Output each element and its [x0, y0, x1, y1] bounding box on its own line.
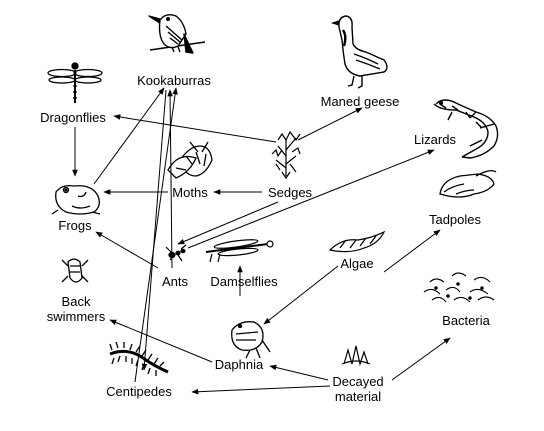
dragonfly-icon	[47, 62, 103, 103]
arrow-ants-to-kookaburras	[167, 89, 173, 269]
label-centipedes: Centipedes	[106, 384, 172, 399]
algae-icon	[328, 230, 386, 253]
arrow-kookaburras-to-centipedes	[141, 89, 167, 371]
label-ants: Ants	[161, 274, 189, 289]
lizard-icon	[433, 99, 499, 159]
arrow-sedges-to-ants	[177, 201, 279, 245]
label-tadpoles: Tadpoles	[428, 212, 482, 227]
label-kookaburras: Kookaburras	[137, 73, 211, 88]
arrow-algae-to-tadpoles	[383, 229, 441, 273]
label-bacteria: Bacteria	[442, 313, 490, 328]
goose-icon	[330, 15, 388, 89]
arrow-algae-to-daphnia	[263, 265, 339, 325]
arrow-daphnia-to-back-swimmers	[109, 319, 213, 363]
label-algae: Algae	[340, 256, 374, 271]
arrow-sedges-to-dragonflies	[113, 114, 277, 143]
arrow-decayed-to-daphnia	[269, 364, 329, 381]
label-maned-geese: Maned geese	[320, 94, 400, 109]
label-frogs: Frogs	[58, 218, 92, 233]
daphnia-icon	[231, 321, 271, 359]
sedge-plant-icon	[271, 130, 301, 180]
arrow-frogs-to-kookaburras	[93, 87, 165, 185]
damselfly-icon	[205, 239, 274, 263]
label-damselflies: Damselflies	[210, 274, 278, 289]
arrow-centipedes-to-kookaburras	[134, 87, 178, 383]
centipede-icon	[109, 341, 169, 376]
label-lizards: Lizards	[414, 132, 456, 147]
decayed-material-icon	[341, 345, 371, 367]
arrow-sedges-to-maned-geese	[297, 107, 363, 141]
moth-icon	[167, 141, 213, 179]
kookaburra-bird-icon	[148, 13, 206, 54]
label-back-swimmers: Back swimmers	[46, 294, 106, 324]
label-decayed-material: Decayed material	[332, 374, 384, 404]
label-moths: Moths	[172, 185, 208, 200]
food-web-arrows	[72, 87, 451, 395]
bacteria-icon	[423, 272, 495, 303]
back-swimmer-icon	[61, 258, 89, 283]
arrow-ants-to-frogs	[95, 231, 159, 269]
label-daphnia: Daphnia	[214, 357, 264, 372]
label-dragonflies: Dragonflies	[40, 110, 106, 125]
tadpole-icon	[439, 170, 497, 198]
label-sedges: Sedges	[267, 185, 313, 200]
frog-icon	[51, 184, 101, 215]
arrow-decayed-to-bacteria	[391, 337, 451, 381]
ant-icon	[165, 244, 187, 262]
arrow-decayed-to-centipedes	[191, 385, 331, 395]
arrow-ants-to-lizards	[187, 149, 435, 249]
